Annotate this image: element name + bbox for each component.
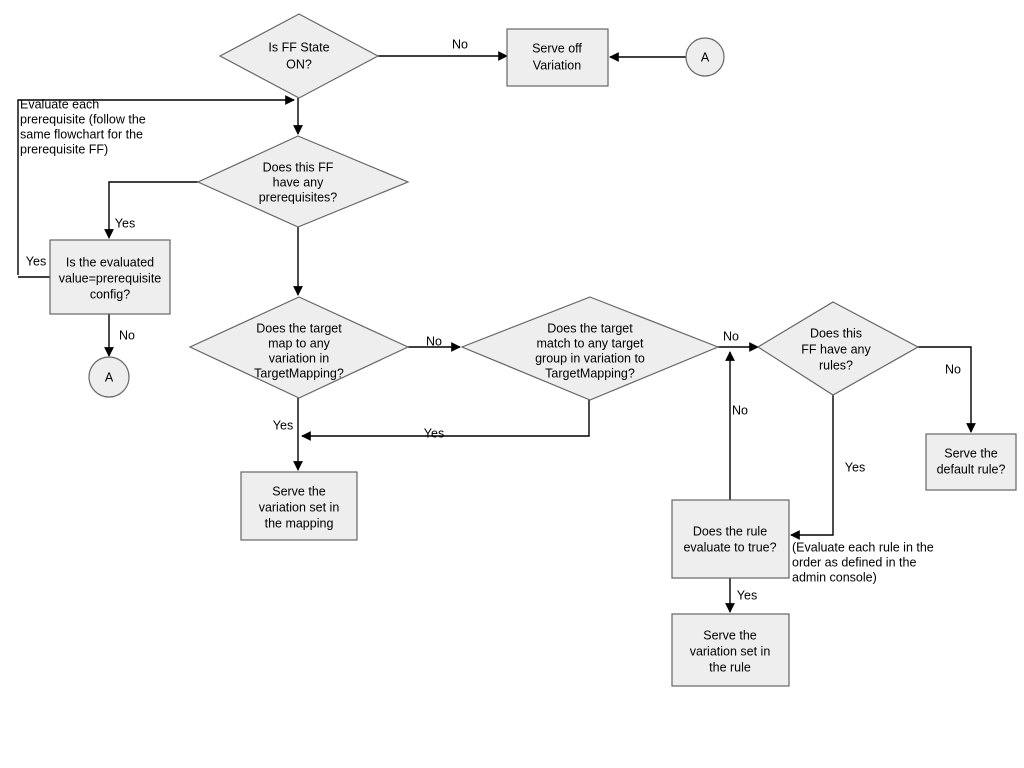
node-serve-mapping-variation-line2: variation set in	[259, 500, 340, 514]
node-serve-rule-variation[interactable]: Serve the variation set in the rule	[671, 613, 790, 687]
node-connector-a-top[interactable]: A	[685, 37, 725, 77]
note-rule-order-line2: order as defined in the	[792, 555, 916, 569]
node-prerequisite-value-check-line2: value=prerequisite	[59, 271, 162, 285]
node-target-group-check-line4: TargetMapping?	[545, 366, 635, 380]
node-serve-rule-variation-line2: variation set in	[690, 644, 771, 658]
note-rule-order: (Evaluate each rule in the order as defi…	[792, 540, 934, 584]
edge-has-prereq-yes	[104, 181, 198, 239]
node-has-prerequisites[interactable]: Does this FF have any prerequisites?	[196, 135, 410, 228]
node-target-map-check-line1: Does the target	[256, 321, 342, 335]
node-serve-mapping-variation[interactable]: Serve the variation set in the mapping	[240, 471, 358, 541]
node-has-prerequisites-line2: have any	[273, 175, 324, 189]
note-prerequisite-line3: same flowchart for the	[20, 127, 143, 141]
node-target-group-check[interactable]: Does the target match to any target grou…	[460, 296, 720, 401]
node-rule-evaluate-check-line1: Does the rule	[693, 524, 767, 538]
node-connector-a-top-label: A	[701, 50, 710, 64]
node-target-group-check-line1: Does the target	[547, 321, 633, 335]
node-has-rules-check-line2: FF have any	[801, 342, 871, 356]
edge-label-target-group-yes: Yes	[424, 426, 444, 440]
node-serve-mapping-variation-line1: Serve the	[272, 484, 326, 498]
node-prerequisite-value-check[interactable]: Is the evaluated value=prerequisite conf…	[49, 239, 171, 315]
node-rule-evaluate-check[interactable]: Does the rule evaluate to true?	[671, 499, 790, 579]
node-has-rules-check[interactable]: Does this FF have any rules?	[756, 301, 920, 396]
node-target-group-check-line2: match to any target	[536, 336, 644, 350]
node-serve-off-variation-line2: Variation	[533, 58, 581, 72]
edge-label-prereq-yes: Yes	[115, 216, 135, 230]
node-target-map-check[interactable]: Does the target map to any variation in …	[188, 296, 410, 399]
edge-label-rule-evaluate-yes: Yes	[737, 588, 757, 602]
node-rule-evaluate-check-line2: evaluate to true?	[683, 540, 776, 554]
note-prerequisite: Evaluate each prerequisite (follow the s…	[20, 97, 146, 156]
note-prerequisite-line1: Evaluate each	[20, 97, 99, 111]
edge-has-rules-yes	[790, 395, 834, 540]
node-target-map-check-line3: variation in	[269, 351, 329, 365]
node-target-map-check-line2: map to any	[268, 336, 331, 350]
node-has-rules-check-line3: rules?	[819, 358, 853, 372]
note-prerequisite-line2: prerequisite (follow the	[20, 112, 146, 126]
edge-label-has-rules-no: No	[945, 362, 961, 376]
node-prerequisite-value-check-line3: config?	[90, 287, 130, 301]
edge-has-rules-no	[918, 346, 976, 433]
node-is-ff-state-on-line2: ON?	[286, 57, 312, 71]
edge-label-target-map-yes: Yes	[273, 418, 293, 432]
node-target-group-check-line3: group in variation to	[535, 351, 645, 365]
node-serve-rule-variation-line3: the rule	[709, 660, 751, 674]
node-serve-off-variation[interactable]: Serve off Variation	[506, 28, 609, 87]
node-connector-a-bottom[interactable]: A	[88, 356, 130, 398]
note-rule-order-line3: admin console)	[792, 570, 877, 584]
node-serve-mapping-variation-line3: the mapping	[265, 516, 334, 530]
node-serve-rule-variation-line1: Serve the	[703, 628, 757, 642]
node-is-ff-state-on-line1: Is FF State	[268, 40, 329, 54]
node-connector-a-bottom-label: A	[105, 370, 114, 384]
edge-label-prereq-value-no: No	[119, 328, 135, 342]
node-is-ff-state-on[interactable]: Is FF State ON?	[218, 13, 380, 99]
edge-label-ff-state-no: No	[452, 37, 468, 51]
edge-label-has-rules-yes: Yes	[845, 460, 865, 474]
edge-label-rule-evaluate-no: No	[732, 403, 748, 417]
node-target-map-check-line4: TargetMapping?	[254, 366, 344, 380]
node-has-prerequisites-line3: prerequisites?	[259, 190, 338, 204]
node-prerequisite-value-check-line1: Is the evaluated	[66, 255, 154, 269]
node-serve-off-variation-line1: Serve off	[532, 41, 582, 55]
node-has-rules-check-line1: Does this	[810, 326, 862, 340]
edge-target-group-yes	[301, 400, 590, 441]
note-rule-order-line1: (Evaluate each rule in the	[792, 540, 934, 554]
node-serve-default-rule-line1: Serve the	[944, 446, 998, 460]
edge-label-prereq-value-yes: Yes	[26, 254, 46, 268]
node-has-prerequisites-line1: Does this FF	[263, 160, 334, 174]
note-prerequisite-line4: prerequisite FF)	[20, 142, 108, 156]
node-serve-default-rule-line2: default rule?	[937, 462, 1006, 476]
edge-label-target-map-no: No	[426, 334, 442, 348]
edge-prereq-loop-back	[17, 95, 295, 275]
node-serve-default-rule[interactable]: Serve the default rule?	[925, 433, 1017, 491]
edge-label-target-group-no: No	[723, 329, 739, 343]
